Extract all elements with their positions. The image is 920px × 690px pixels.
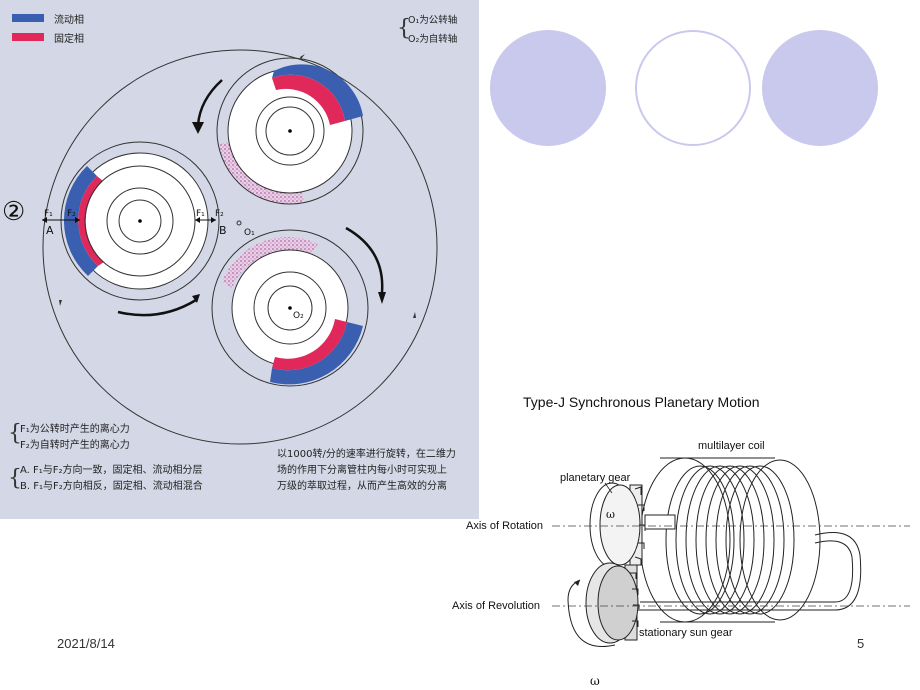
axis-note-o1: O₁为公转轴 xyxy=(408,15,458,26)
brace-forces: { xyxy=(8,421,22,446)
revolution-center xyxy=(236,220,242,226)
label-axis-rotation: Axis of Rotation xyxy=(466,520,543,532)
force-note-f2: F₂为自转时产生的离心力 xyxy=(20,440,130,451)
description-line-1: 以1000转/分的速率进行旋转，在二维力 xyxy=(277,449,456,460)
force-note-f1: F₁为公转时产生的离心力 xyxy=(20,424,130,435)
decorative-circle-1 xyxy=(490,30,606,146)
case-note-b: B. F₁与F₂方向相反，固定相、流动相混合 xyxy=(20,481,203,492)
stationary-phase-band xyxy=(272,74,345,125)
type-j-title: Type-J Synchronous Planetary Motion xyxy=(523,394,760,410)
mobile-phase-band xyxy=(63,166,98,276)
omega-revolution: ω xyxy=(590,674,600,688)
revolution-arrow xyxy=(567,579,616,647)
decorative-circle-2 xyxy=(635,30,751,146)
decorative-circle-3 xyxy=(762,30,878,146)
case-note-a: A. F₁与F₂方向一致，固定相、流动相分层 xyxy=(20,465,203,476)
label-axis-revolution: Axis of Revolution xyxy=(452,600,540,612)
label-b: B xyxy=(219,224,227,237)
revolution-orbit xyxy=(42,49,438,445)
mobile-phase-swatch xyxy=(12,14,44,22)
label-a: A xyxy=(46,224,54,237)
description-line-3: 万级的萃取过程，从而产生高效的分离 xyxy=(277,481,447,492)
coil-top xyxy=(216,57,364,205)
label-f1-left: F₁ xyxy=(44,209,53,219)
coil-bottom xyxy=(211,229,369,387)
brace-cases: { xyxy=(8,466,22,491)
omega-planetary: ω xyxy=(606,508,615,521)
label-f1-right: F₁ xyxy=(196,209,205,219)
label-o1: O₁ xyxy=(244,228,255,238)
footer-date: 2021/8/14 xyxy=(57,636,115,651)
type-j-diagram: Type-J Synchronous Planetary Motion ω xyxy=(452,394,910,688)
planetary-gear xyxy=(589,482,646,568)
footer-page-number: 5 xyxy=(857,636,865,651)
label-o2: O₂ xyxy=(293,311,304,321)
label-sun-gear: stationary sun gear xyxy=(639,627,733,639)
mobile-phase-label: 流动相 xyxy=(54,15,84,26)
label-planetary-gear: planetary gear xyxy=(560,472,631,484)
label-f2-left: F₂ xyxy=(67,209,76,219)
axis-lines xyxy=(552,525,910,607)
coil-left xyxy=(60,141,220,301)
label-multilayer-coil: multilayer coil xyxy=(698,440,765,452)
axis-note-o2: O₂为自转轴 xyxy=(408,34,458,45)
stationary-phase-label: 固定相 xyxy=(54,34,84,45)
stationary-phase-band xyxy=(272,319,347,371)
mobile-phase-band xyxy=(270,322,363,385)
description-line-2: 场的作用下分离管柱内每小时可实现上 xyxy=(277,465,447,476)
ccc-rotor-diagram: ② F₁ F₂ A F₁ F₂ B O₁ O₂ { { { xyxy=(2,16,438,491)
rotation-shaft xyxy=(644,514,676,530)
stationary-phase-band xyxy=(78,176,104,266)
mobile-phase-band xyxy=(272,64,363,121)
brace-axes: { xyxy=(397,16,411,41)
stationary-phase-swatch xyxy=(12,33,44,41)
rotation-arrows xyxy=(117,79,384,317)
multilayer-coil xyxy=(639,457,862,623)
circle-number: ② xyxy=(2,197,25,227)
stationary-sun-gear xyxy=(585,562,640,644)
ccc-diagram-panel: ② F₁ F₂ A F₁ F₂ B O₁ O₂ { { { 流动相 固定相 O₁… xyxy=(0,0,479,519)
label-f2-right: F₂ xyxy=(215,209,224,219)
